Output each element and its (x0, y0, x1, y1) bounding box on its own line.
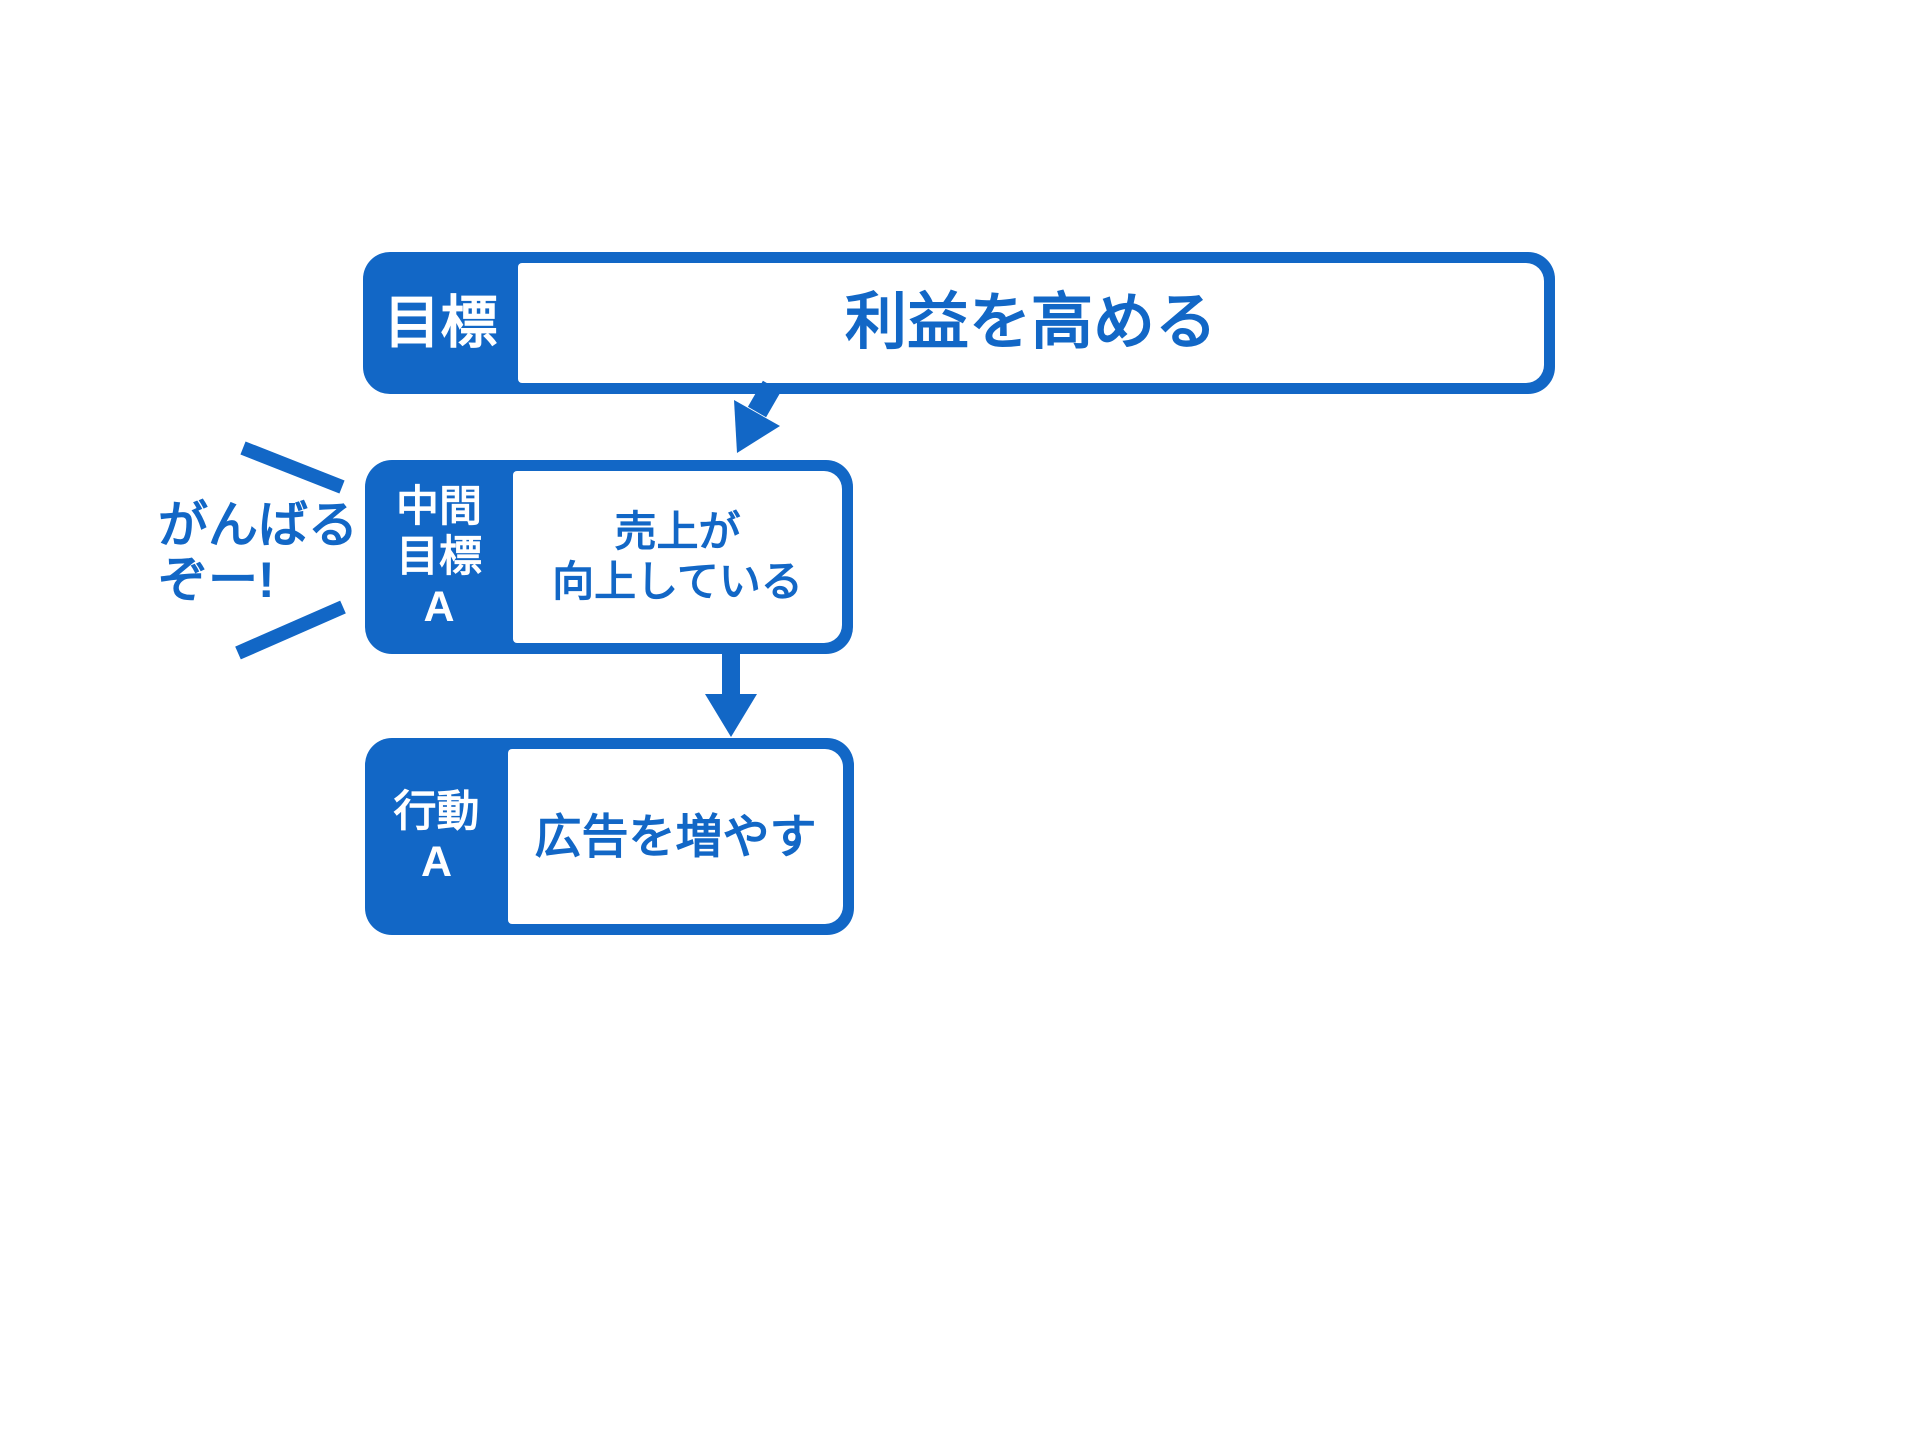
goal-box-content-text: 利益を高める (844, 288, 1217, 357)
intermediate-label-line1: 中間 (396, 483, 482, 531)
action-box: 行動 A 広告を増やす (365, 738, 854, 935)
emphasis-line-bottom (235, 600, 346, 660)
arrow-intermediate-to-action-icon (705, 643, 757, 737)
cheer-annotation-line2: ぞー! (158, 552, 275, 608)
action-box-label: 行動 A (365, 738, 508, 935)
intermediate-goal-box-content: 売上が 向上している (513, 471, 842, 643)
action-box-content-text: 広告を増やす (534, 809, 817, 863)
intermediate-goal-box-label: 中間 目標 A (365, 460, 513, 654)
intermediate-content-line2: 向上している (552, 558, 803, 605)
goal-box-label: 目標 (363, 252, 518, 394)
arrow-goal-to-intermediate-icon (734, 380, 782, 453)
action-box-content: 広告を増やす (508, 749, 843, 924)
intermediate-label-line2: 目標 (396, 533, 482, 581)
goal-box: 目標 利益を高める (363, 252, 1555, 394)
action-label-line2: A (420, 837, 453, 886)
intermediate-label-line3: A (423, 583, 455, 631)
intermediate-goal-box: 中間 目標 A 売上が 向上している (365, 460, 853, 654)
action-label-line1: 行動 (393, 787, 480, 836)
goal-box-label-text: 目標 (383, 291, 498, 355)
cheer-annotation: がんばる ぞー! (158, 498, 358, 608)
intermediate-content-line1: 売上が (614, 508, 741, 555)
cheer-annotation-line1: がんばる (158, 497, 358, 553)
emphasis-line-top (240, 441, 345, 494)
goal-box-content: 利益を高める (518, 263, 1544, 383)
